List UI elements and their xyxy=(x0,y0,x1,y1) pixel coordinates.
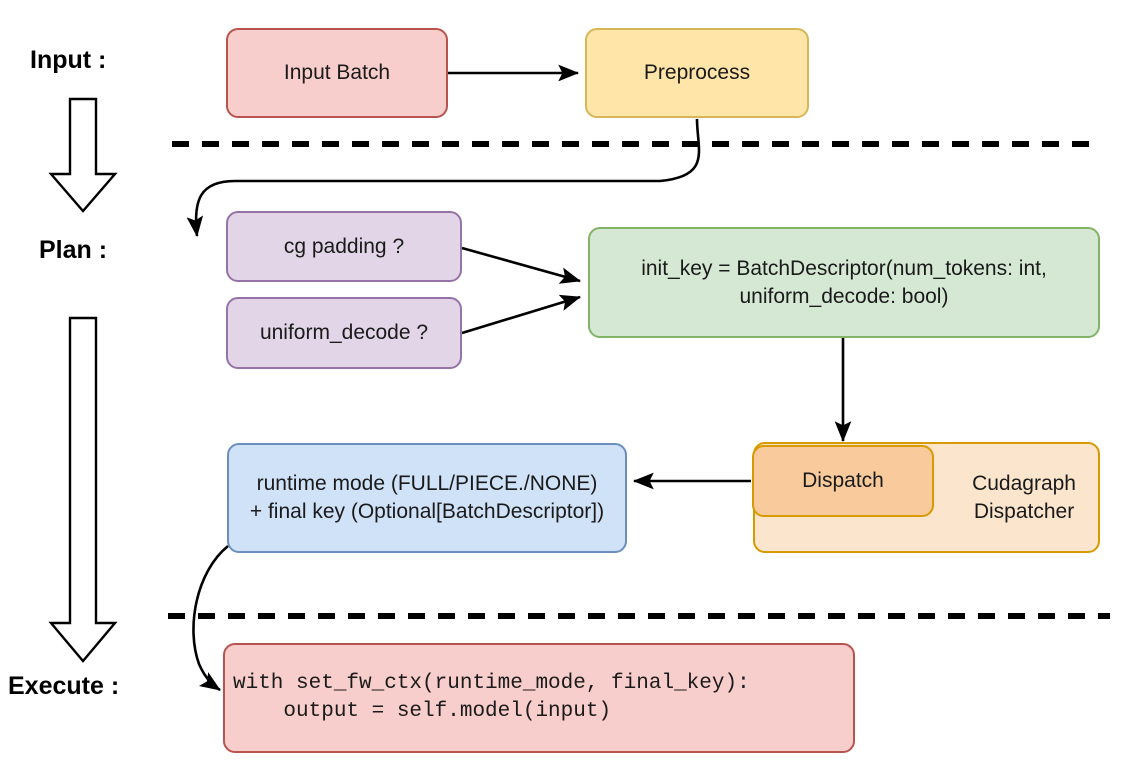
stage-label-input: Input : xyxy=(30,46,107,74)
stage-label-execute: Execute : xyxy=(8,672,120,700)
node-input-batch[interactable]: Input Batch xyxy=(226,28,448,118)
node-cg-padding[interactable]: cg padding ? xyxy=(226,211,462,282)
node-execute-code[interactable]: with set_fw_ctx(runtime_mode, final_key)… xyxy=(223,643,855,753)
stage-label-plan: Plan : xyxy=(39,236,108,264)
arrow-uniform-decode-to-init-key xyxy=(461,294,581,335)
node-uniform-decode[interactable]: uniform_decode ? xyxy=(226,297,462,369)
arrow-cg-padding-to-init-key xyxy=(461,246,582,284)
block-arrow-plan-to-execute xyxy=(48,316,118,663)
block-arrow-input-to-plan xyxy=(48,97,118,213)
node-init-key[interactable]: init_key = BatchDescriptor(num_tokens: i… xyxy=(588,227,1100,338)
node-runtime-mode[interactable]: runtime mode (FULL/PIECE./NONE) + final … xyxy=(227,443,627,553)
node-preprocess[interactable]: Preprocess xyxy=(585,28,809,118)
node-dispatch[interactable]: Dispatch xyxy=(752,445,934,517)
